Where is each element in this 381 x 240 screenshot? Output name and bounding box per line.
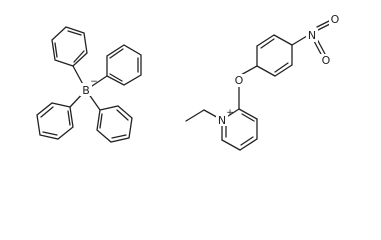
ether-o-label: O [235,74,244,87]
structure-canvas: B − [36,13,341,151]
nitrophenoxy-pyridinium: N + O N O O [185,13,341,151]
phenyl-ring-upper-left [51,26,88,67]
nitro-n-label: N [308,29,316,42]
c-nitro-bond [291,35,308,46]
phenyl-ring-lower-left [36,102,74,140]
pyridinium-n-label: N [218,114,226,127]
nitro-no-bond-2 [313,40,323,57]
nitro-no-bond-1-double [316,20,330,28]
nitro-o1-bg [329,13,341,26]
pyridinium-charge-label: + [226,108,234,118]
boron-atom-label: B [82,84,90,97]
ethyl-bond-2 [185,109,205,122]
boron-charge-label: − [90,77,98,87]
tetraphenylborate: B − [36,26,142,143]
nitro-o2-label: O [322,54,331,67]
nitro-n-bg [306,29,318,42]
nitrophenyl-ring [256,34,293,77]
nitro-no-bond-2-double [316,38,326,55]
phenyl-ring-upper-right [106,44,142,86]
phenyl-ring-lower-right [96,105,133,143]
nitro-no-bond-1 [317,23,331,31]
ether-o-bg [233,74,245,87]
nitro-o2-bg [320,54,332,67]
boron-label-bg [80,83,92,96]
chemical-structure-drawing: B − [36,13,341,151]
nitro-o1-label: O [331,13,340,26]
pyridinium-n-bg [216,113,228,126]
